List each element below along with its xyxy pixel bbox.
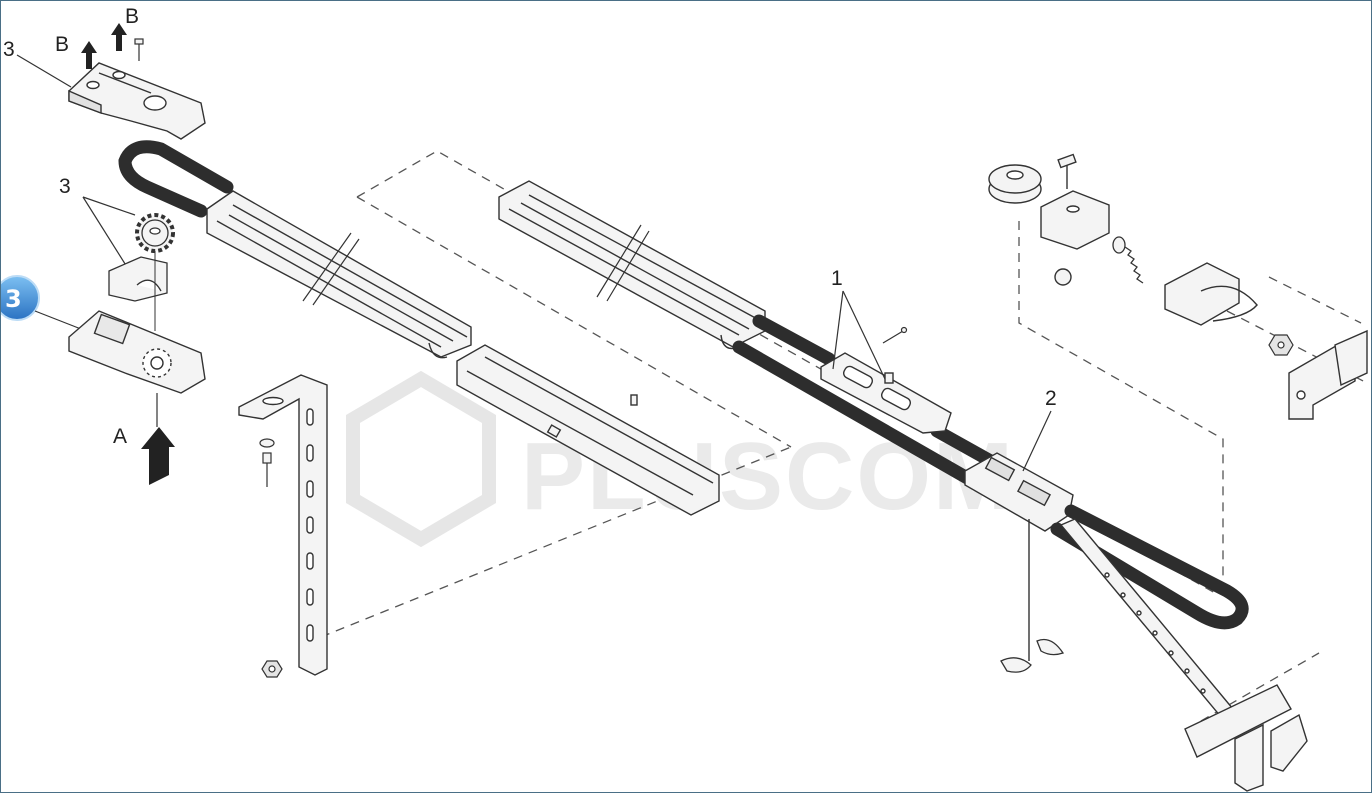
rail-break-left-2: [312, 238, 360, 306]
chain-right-loop: [1050, 504, 1249, 630]
wall-bracket: [238, 374, 328, 676]
top-mounting-plate: [68, 62, 206, 140]
label-b-left: B: [55, 33, 69, 56]
rail-middle: [498, 180, 766, 350]
hex-nut-icon: [1268, 334, 1294, 356]
rail-break-mid: [596, 224, 642, 298]
trolley-carriage: [964, 452, 1074, 661]
sprocket-icon: [135, 213, 175, 253]
arrow-b-top: [111, 23, 127, 51]
label-3-mid: 3: [59, 175, 71, 198]
connector-sleeve: [456, 344, 720, 516]
leader-3-top: [16, 54, 72, 88]
bottom-mounting-plate: [68, 310, 206, 394]
leader-badge: [34, 310, 82, 330]
spacer-block: [108, 256, 168, 302]
tension-block: [1164, 262, 1258, 326]
chain-connector: [820, 352, 952, 434]
leader-3-mid: [82, 196, 136, 268]
small-screw-icon: [882, 326, 908, 344]
rail-break-mid-2: [606, 230, 650, 302]
rail-left: [206, 190, 472, 359]
pulley-wheel: [988, 164, 1042, 204]
chain-left-loop: [118, 140, 234, 218]
rail-break-left: [302, 232, 352, 302]
step-badge-number: 3: [5, 285, 22, 313]
label-2: 2: [1045, 387, 1057, 410]
spring-bolt: [1112, 236, 1144, 284]
label-1: 1: [831, 267, 843, 290]
arrow-b-left: [81, 41, 97, 69]
door-bracket: [1184, 684, 1308, 792]
step-badge: 3: [1, 275, 40, 321]
header-bracket: [1288, 329, 1368, 420]
label-3-top: 3: [3, 38, 15, 61]
label-b-top: B: [125, 5, 139, 28]
pulley-bracket: [1040, 153, 1110, 286]
nut-icon: [261, 660, 283, 678]
release-handle: [1000, 638, 1065, 673]
leader-2: [1022, 410, 1052, 472]
leader-1: [832, 290, 886, 380]
label-a: A: [113, 425, 127, 448]
arrow-a: [141, 427, 175, 485]
screw-icon: [134, 38, 144, 61]
bolt-icon: [259, 438, 275, 487]
